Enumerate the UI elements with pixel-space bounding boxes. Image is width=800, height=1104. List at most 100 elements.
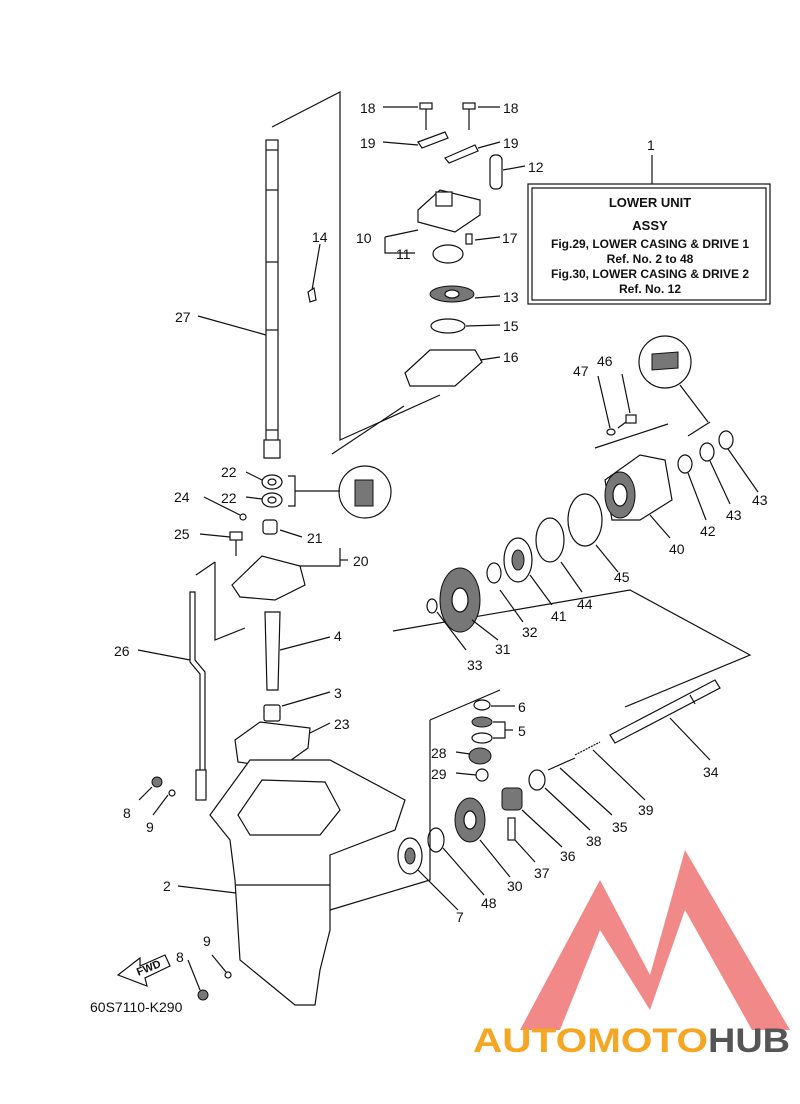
seal-43b — [718, 430, 734, 450]
callout-18: 18 — [360, 100, 376, 116]
callout-30: 30 — [507, 878, 523, 894]
watermark-logo — [520, 850, 790, 1030]
callout-8: 8 — [176, 949, 184, 965]
callout-8: 8 — [123, 805, 131, 821]
callout-11: 11 — [396, 246, 411, 262]
thrust-bearing-5a — [471, 716, 493, 728]
rod-35 — [547, 757, 576, 771]
watermark-text-auto: AUTOMOTO — [473, 1022, 708, 1060]
callout-4: 4 — [334, 628, 342, 644]
callout-3: 3 — [334, 685, 342, 701]
seal-detail-circle — [638, 335, 692, 389]
callout-43: 43 — [726, 507, 742, 523]
callout-46: 46 — [597, 353, 613, 369]
callout-35: 35 — [612, 819, 628, 835]
o-ring-45 — [567, 493, 603, 547]
bearings-22 — [261, 474, 340, 508]
info-box-title: LOWER UNIT — [609, 195, 691, 210]
callout-34: 34 — [703, 764, 719, 780]
info-box-line4: Ref. No. 12 — [619, 282, 681, 296]
callout-33: 33 — [467, 657, 483, 673]
grommet-12 — [489, 154, 503, 190]
callout-24: 24 — [174, 489, 190, 505]
bolt-46 — [617, 414, 637, 429]
callout-32: 32 — [522, 624, 538, 640]
callout-36: 36 — [560, 848, 576, 864]
callout-38: 38 — [586, 833, 602, 849]
info-box-line3: Fig.30, LOWER CASING & DRIVE 2 — [551, 267, 749, 281]
key-part — [307, 286, 317, 303]
washer-6 — [473, 699, 491, 711]
info-box-line2: Ref. No. 2 to 48 — [607, 252, 694, 266]
assembly-guide-lines — [195, 91, 752, 911]
pin-17 — [465, 233, 473, 245]
callout-31: 31 — [495, 641, 511, 657]
bolts-8 — [151, 776, 209, 1001]
nut-29 — [475, 768, 489, 782]
lower-casing — [209, 759, 406, 1006]
seal-42 — [677, 454, 693, 474]
callout-18: 18 — [503, 100, 519, 116]
callout-19: 19 — [503, 135, 519, 151]
oil-seal-housing — [231, 555, 306, 601]
info-box-line1: Fig.29, LOWER CASING & DRIVE 1 — [551, 237, 749, 251]
callout-43: 43 — [752, 492, 768, 508]
washers-9 — [168, 789, 232, 979]
callout-9: 9 — [146, 819, 154, 835]
callout-29: 29 — [431, 766, 447, 782]
callout-23: 23 — [334, 716, 350, 732]
pinion-28 — [468, 747, 492, 765]
outer-plate — [404, 349, 483, 387]
thrust-bearing-5b — [471, 732, 493, 744]
pump-housing — [417, 189, 481, 233]
info-box — [527, 155, 771, 305]
callout-20: 20 — [353, 553, 369, 569]
shim-33 — [426, 598, 438, 614]
callout-17: 17 — [502, 230, 518, 246]
forward-gear-30 — [454, 797, 486, 843]
callout-41: 41 — [551, 608, 567, 624]
callout-25: 25 — [174, 526, 190, 542]
bushing-21 — [262, 519, 278, 535]
drive-shaft — [263, 139, 281, 459]
leader-lines — [137, 106, 759, 991]
pump-bolts — [419, 102, 476, 130]
ring-38 — [528, 769, 546, 791]
shift-rod — [189, 591, 207, 801]
callout-37: 37 — [534, 865, 550, 881]
callout-26: 26 — [114, 643, 130, 659]
o-ring-15 — [430, 318, 466, 334]
dog-clutch-36 — [501, 787, 523, 811]
diagram-code: 60S7110-K290 — [90, 999, 183, 1015]
callout-45: 45 — [614, 569, 630, 585]
impeller — [429, 285, 475, 303]
callout-47: 47 — [573, 363, 589, 379]
info-box-ref: 1 — [647, 137, 655, 153]
shim-48 — [427, 827, 445, 853]
callout-21: 21 — [307, 530, 323, 546]
gasket-23 — [234, 721, 311, 769]
callout-48: 48 — [481, 895, 497, 911]
pin-37 — [507, 817, 516, 841]
propeller-shaft — [609, 679, 721, 744]
callout-14: 14 — [312, 229, 328, 245]
water-tube-4 — [264, 611, 281, 691]
callout-27: 27 — [175, 309, 191, 325]
callout-6: 6 — [518, 699, 526, 715]
callout-5: 5 — [518, 723, 526, 739]
propeller-shaft-housing-40 — [604, 454, 673, 521]
spring-39 — [574, 741, 601, 756]
insert-cartridge — [432, 244, 464, 264]
seal-3 — [263, 704, 281, 722]
seal-43a — [699, 442, 715, 462]
washer-24 — [239, 513, 247, 521]
callout-9: 9 — [203, 933, 211, 949]
reverse-gear-31 — [439, 567, 481, 633]
watermark-text-hub: HUB — [708, 1022, 790, 1060]
callout-40: 40 — [669, 541, 685, 557]
callout-12: 12 — [528, 159, 544, 175]
callout-10: 10 — [356, 230, 372, 246]
bearing-41 — [503, 537, 533, 583]
